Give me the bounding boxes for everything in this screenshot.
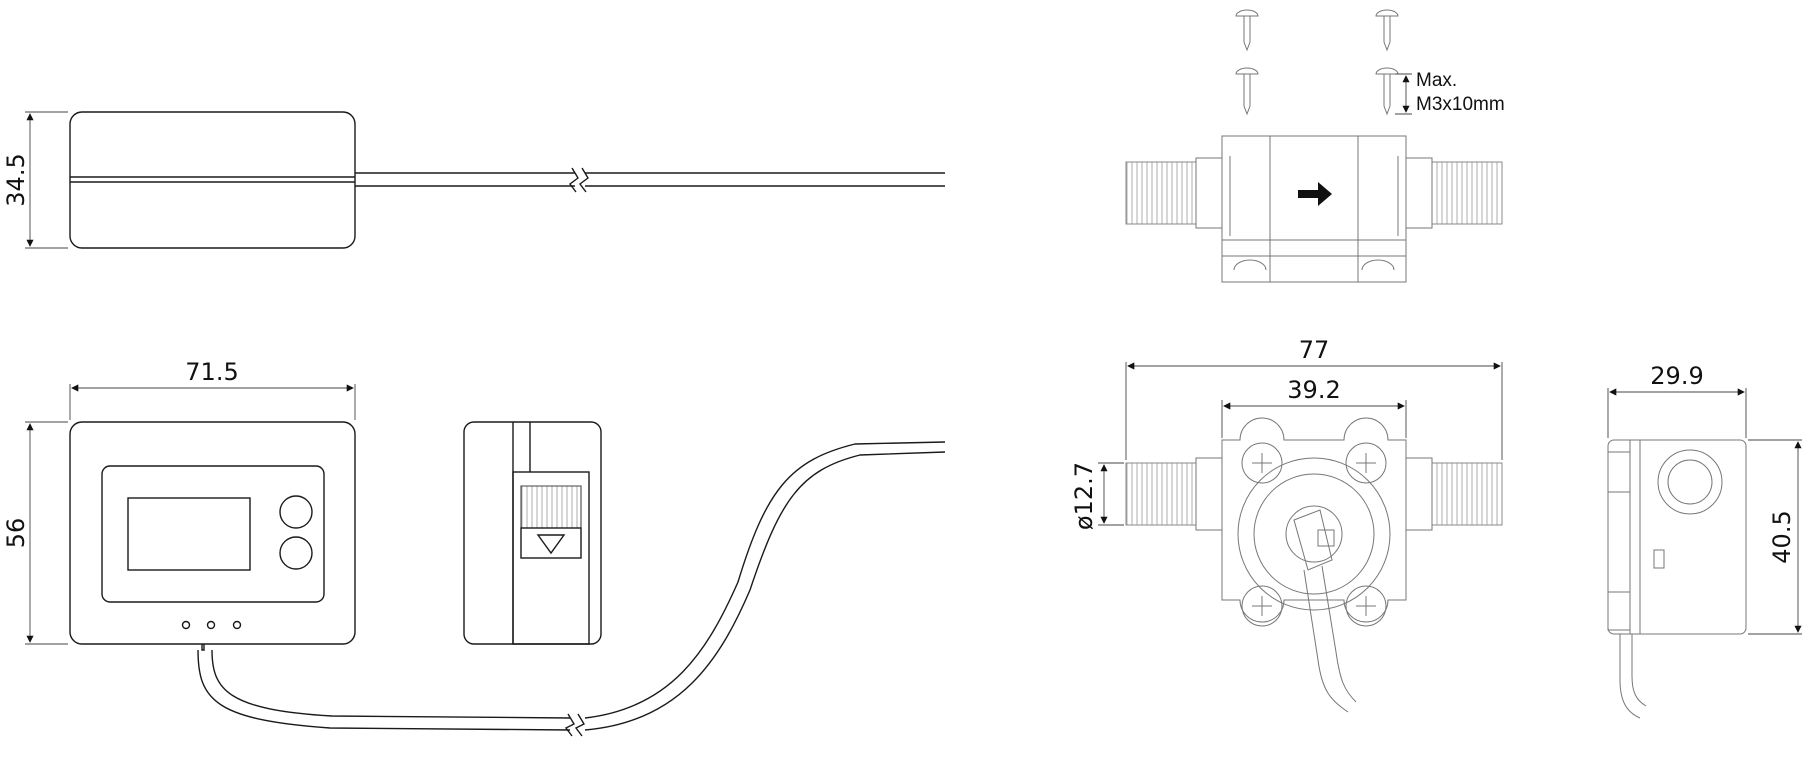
monitor-front-view: 71.5 56 <box>2 358 946 737</box>
sensor-diameter-label: ø12.7 <box>1070 462 1098 530</box>
monitor-front-height-label: 56 <box>2 518 30 549</box>
monitor-edge-view <box>463 421 602 645</box>
monitor-front-width-label: 71.5 <box>185 358 238 386</box>
sensor-front-view: 77 39.2 ø12.7 <box>1070 336 1503 713</box>
screw-note-line2: M3x10mm <box>1416 94 1505 115</box>
sensor-top-view: Max. M3x10mm <box>1125 9 1505 283</box>
sensor-body-label: 39.2 <box>1287 376 1340 404</box>
sensor-side-height-label: 40.5 <box>1768 510 1796 563</box>
sensor-length-label: 77 <box>1299 336 1330 364</box>
screw-note-line1: Max. <box>1416 70 1457 91</box>
monitor-side-view: 34.5 <box>2 111 945 249</box>
sensor-side-view: 29.9 40.5 <box>1607 362 1802 719</box>
monitor-side-height-label: 34.5 <box>2 153 30 206</box>
sensor-side-width-label: 29.9 <box>1650 362 1703 390</box>
